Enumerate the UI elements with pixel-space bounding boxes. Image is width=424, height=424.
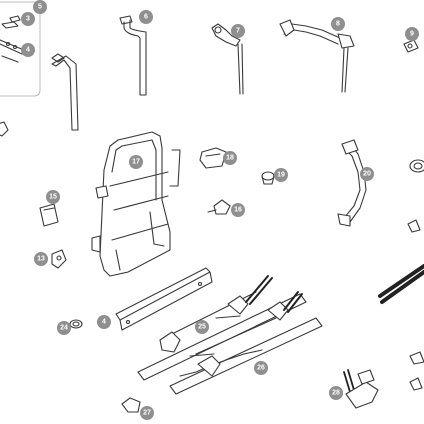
svg-text:28: 28	[332, 390, 340, 397]
svg-text:13: 13	[37, 256, 45, 263]
right-edge-parts-drawing	[378, 159, 424, 391]
svg-text:9: 9	[410, 31, 414, 38]
ratchet-clamp-drawing	[343, 369, 379, 409]
callout-19: 19	[274, 168, 288, 182]
callout-9: 9	[405, 27, 419, 41]
callout-17: 17	[129, 155, 143, 169]
svg-text:16: 16	[234, 207, 242, 214]
svg-text:20: 20	[363, 171, 371, 178]
curved-arm-drawing	[337, 139, 367, 227]
pad-drawing	[39, 203, 59, 227]
clip-piece-drawing	[121, 397, 141, 413]
callout-7: 7	[231, 24, 245, 38]
svg-text:8: 8	[336, 21, 340, 28]
bracket-drawing	[199, 147, 227, 169]
callout-5: 5	[33, 0, 47, 14]
callout-4-rail: 4	[97, 315, 111, 329]
svg-text:17: 17	[132, 159, 140, 166]
callout-18: 18	[223, 151, 237, 165]
callout-25: 25	[195, 320, 209, 334]
callout-15: 15	[46, 190, 60, 204]
clamp-strap-drawing	[211, 23, 244, 95]
callout-8: 8	[331, 17, 345, 31]
tube-part-drawing	[119, 15, 147, 96]
bent-arm-strap-drawing	[279, 19, 355, 93]
svg-text:3: 3	[26, 16, 30, 23]
svg-text:25: 25	[198, 324, 206, 331]
callout-28: 28	[329, 386, 343, 400]
callout-3: 3	[21, 12, 35, 26]
svg-text:26: 26	[257, 365, 265, 372]
long-rail-drawing	[115, 267, 213, 331]
callout-16: 16	[231, 203, 245, 217]
svg-text:4: 4	[26, 47, 30, 54]
svg-text:6: 6	[144, 14, 148, 21]
callout-4-inset: 4	[21, 43, 35, 57]
svg-text:5: 5	[38, 4, 42, 11]
svg-text:4: 4	[102, 319, 106, 326]
callout-27: 27	[140, 406, 154, 420]
callout-24: 24	[57, 321, 71, 335]
callout-13: 13	[34, 252, 48, 266]
wheel-rail-assembly-drawing	[137, 275, 323, 395]
main-frame-drawing	[91, 131, 181, 277]
callout-20: 20	[360, 167, 374, 181]
knob-drawing	[403, 39, 419, 53]
svg-text:7: 7	[236, 28, 240, 35]
inset-hardware-drawing	[0, 15, 25, 63]
svg-text:27: 27	[143, 410, 151, 417]
cap-drawing	[69, 319, 83, 329]
ring-clip-drawing	[261, 171, 275, 185]
callout-6: 6	[139, 10, 153, 24]
svg-text:24: 24	[60, 325, 68, 332]
svg-text:19: 19	[277, 172, 285, 179]
hook-bolt-drawing	[207, 199, 231, 215]
svg-text:18: 18	[226, 155, 234, 162]
bolt-clip-drawing	[51, 249, 67, 269]
callout-26: 26	[254, 361, 268, 375]
edge-nut-drawing	[0, 121, 9, 137]
svg-text:15: 15	[49, 194, 57, 201]
long-tube-drawing	[51, 53, 79, 131]
